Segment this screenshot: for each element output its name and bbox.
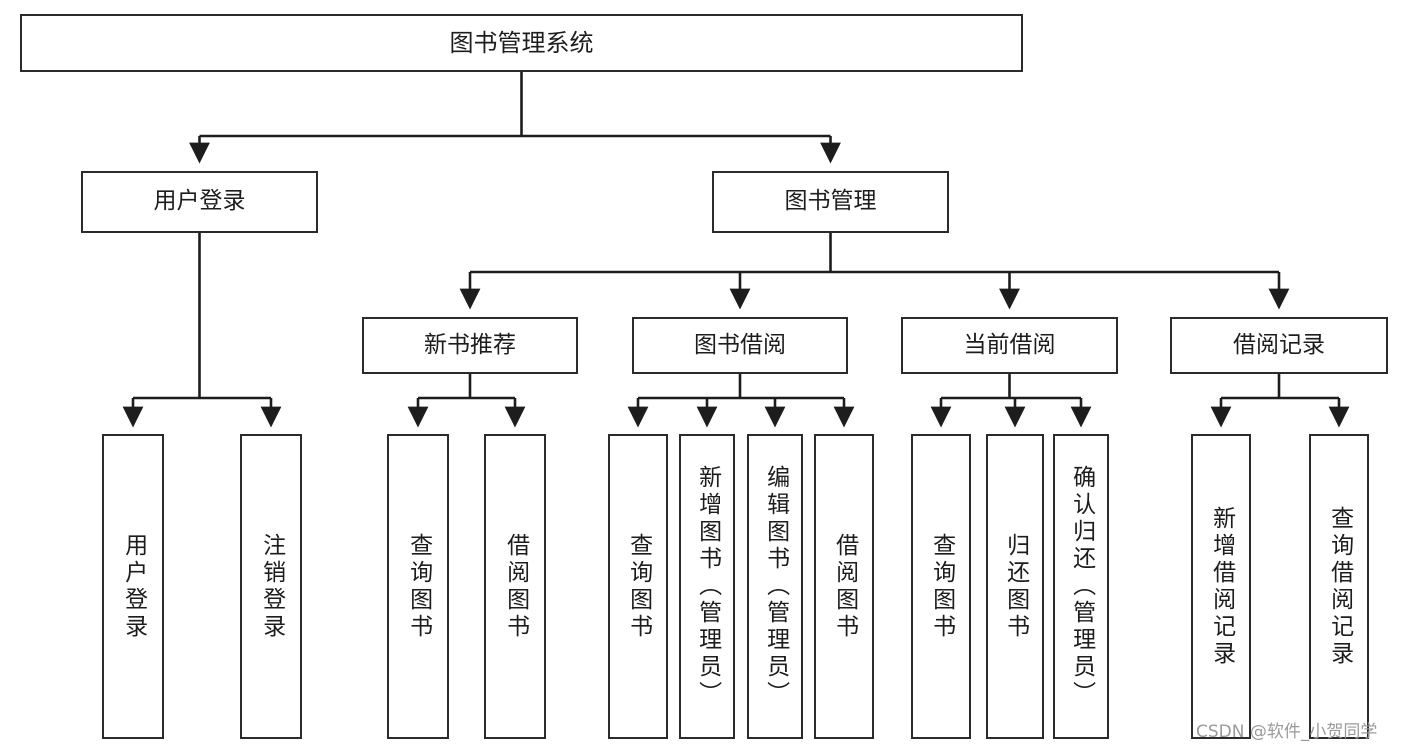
leaf-user-login[interactable]: 用户登录 — [102, 434, 164, 739]
leaf-query-book-current[interactable]: 查询图书 — [911, 434, 971, 739]
csdn-watermark: CSDN @软件_小贺同学 — [1196, 722, 1378, 742]
node-label: 图书借阅 — [694, 331, 786, 358]
node-book-management[interactable]: 图书管理 — [712, 171, 949, 233]
node-current-borrow[interactable]: 当前借阅 — [901, 317, 1118, 374]
node-label: 注销登录 — [258, 532, 285, 641]
node-user-login[interactable]: 用户登录 — [81, 171, 318, 233]
leaf-logout[interactable]: 注销登录 — [240, 434, 302, 739]
node-label: 新书推荐 — [424, 331, 516, 358]
node-new-book-recommend[interactable]: 新书推荐 — [362, 317, 578, 374]
node-label: 确认归还（管理员） — [1068, 465, 1095, 708]
node-label: 当前借阅 — [963, 331, 1056, 358]
leaf-add-book-admin[interactable]: 新增图书（管理员） — [679, 434, 735, 739]
node-label: 查询图书 — [405, 532, 432, 641]
node-label: 借阅记录 — [1233, 331, 1325, 358]
node-label: 用户登录 — [120, 532, 147, 641]
node-label: 图书管理系统 — [449, 28, 594, 57]
node-book-borrow[interactable]: 图书借阅 — [632, 317, 848, 374]
leaf-borrow-book[interactable]: 借阅图书 — [814, 434, 874, 739]
node-root-system[interactable]: 图书管理系统 — [20, 14, 1023, 72]
node-label: 用户登录 — [153, 188, 246, 215]
leaf-query-book-recommend[interactable]: 查询图书 — [387, 434, 449, 739]
leaf-return-book[interactable]: 归还图书 — [986, 434, 1044, 739]
node-label: 编辑图书（管理员） — [762, 465, 789, 708]
leaf-query-book-borrow[interactable]: 查询图书 — [608, 434, 668, 739]
leaf-add-borrow-record[interactable]: 新增借阅记录 — [1191, 434, 1251, 739]
leaf-borrow-book-recommend[interactable]: 借阅图书 — [484, 434, 546, 739]
node-label: 新增借阅记录 — [1208, 505, 1235, 668]
node-label: 查询图书 — [928, 532, 955, 641]
node-label: 图书管理 — [784, 188, 877, 215]
node-label: 归还图书 — [1002, 532, 1029, 641]
leaf-confirm-return-admin[interactable]: 确认归还（管理员） — [1053, 434, 1109, 739]
node-label: 借阅图书 — [831, 532, 858, 641]
node-label: 查询借阅记录 — [1326, 505, 1353, 668]
node-borrow-record[interactable]: 借阅记录 — [1170, 317, 1388, 374]
leaf-query-borrow-record[interactable]: 查询借阅记录 — [1309, 434, 1369, 739]
node-label: 借阅图书 — [502, 532, 529, 641]
leaf-edit-book-admin[interactable]: 编辑图书（管理员） — [747, 434, 803, 739]
node-label: 查询图书 — [625, 532, 652, 641]
node-label: 新增图书（管理员） — [694, 465, 721, 708]
